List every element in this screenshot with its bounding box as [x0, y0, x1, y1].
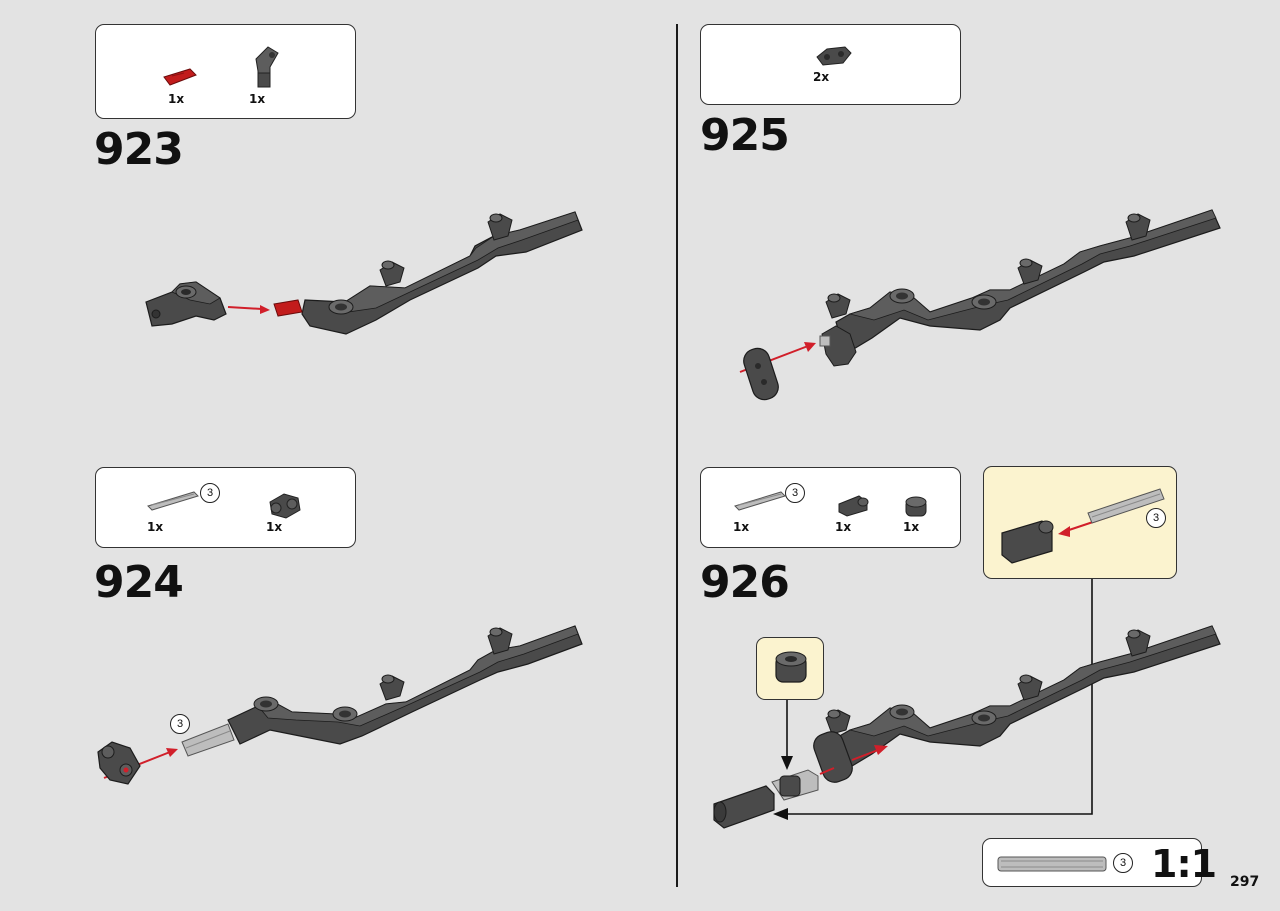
parts-list-926: 3 1x 1x 1x	[700, 467, 961, 548]
length-indicator: 3	[1113, 853, 1133, 873]
bush-icon	[775, 651, 807, 683]
parts-list-925: 2x	[700, 24, 961, 105]
step-number: 926	[700, 557, 790, 608]
step-number: 923	[94, 124, 184, 175]
length-indicator: 3	[170, 714, 190, 734]
axle-3-icon	[147, 491, 199, 511]
red-axle-connector-icon	[163, 68, 197, 86]
assembly-step-924	[97, 625, 583, 785]
parts-list-923: 1x 1x	[95, 24, 356, 119]
scale-reference-box: 3 1:1	[982, 838, 1217, 887]
part-qty: 1x	[903, 520, 920, 534]
part-qty: 1x	[266, 520, 283, 534]
parts-list-924: 3 1x 1x	[95, 467, 356, 548]
length-indicator: 3	[785, 483, 805, 503]
part-qty: 1x	[249, 92, 266, 106]
angle-connector-icon	[255, 46, 279, 88]
page-number: 297	[1230, 874, 1260, 890]
sub-assembly-drawing	[1001, 488, 1165, 564]
assembly-step-923	[145, 211, 583, 335]
half-beam-icon	[816, 46, 852, 66]
assembly-step-925	[739, 209, 1221, 401]
axle-3-scale-icon	[997, 856, 1107, 872]
page-divider	[676, 24, 678, 887]
length-indicator: 3	[200, 483, 220, 503]
length-indicator: 3	[1146, 508, 1166, 528]
axle-joiner-icon	[269, 493, 301, 519]
step-number: 925	[700, 110, 790, 161]
scale-label: 1:1	[1151, 842, 1217, 886]
part-qty: 2x	[813, 70, 830, 84]
part-qty: 1x	[168, 92, 185, 106]
sub-assembly-callout: 3	[983, 466, 1177, 579]
part-qty: 1x	[835, 520, 852, 534]
bush-icon	[905, 496, 927, 517]
bush-callout	[756, 637, 824, 700]
connector-tube-icon	[838, 495, 869, 517]
part-qty: 1x	[147, 520, 164, 534]
part-qty: 1x	[733, 520, 750, 534]
step-number: 924	[94, 557, 184, 608]
